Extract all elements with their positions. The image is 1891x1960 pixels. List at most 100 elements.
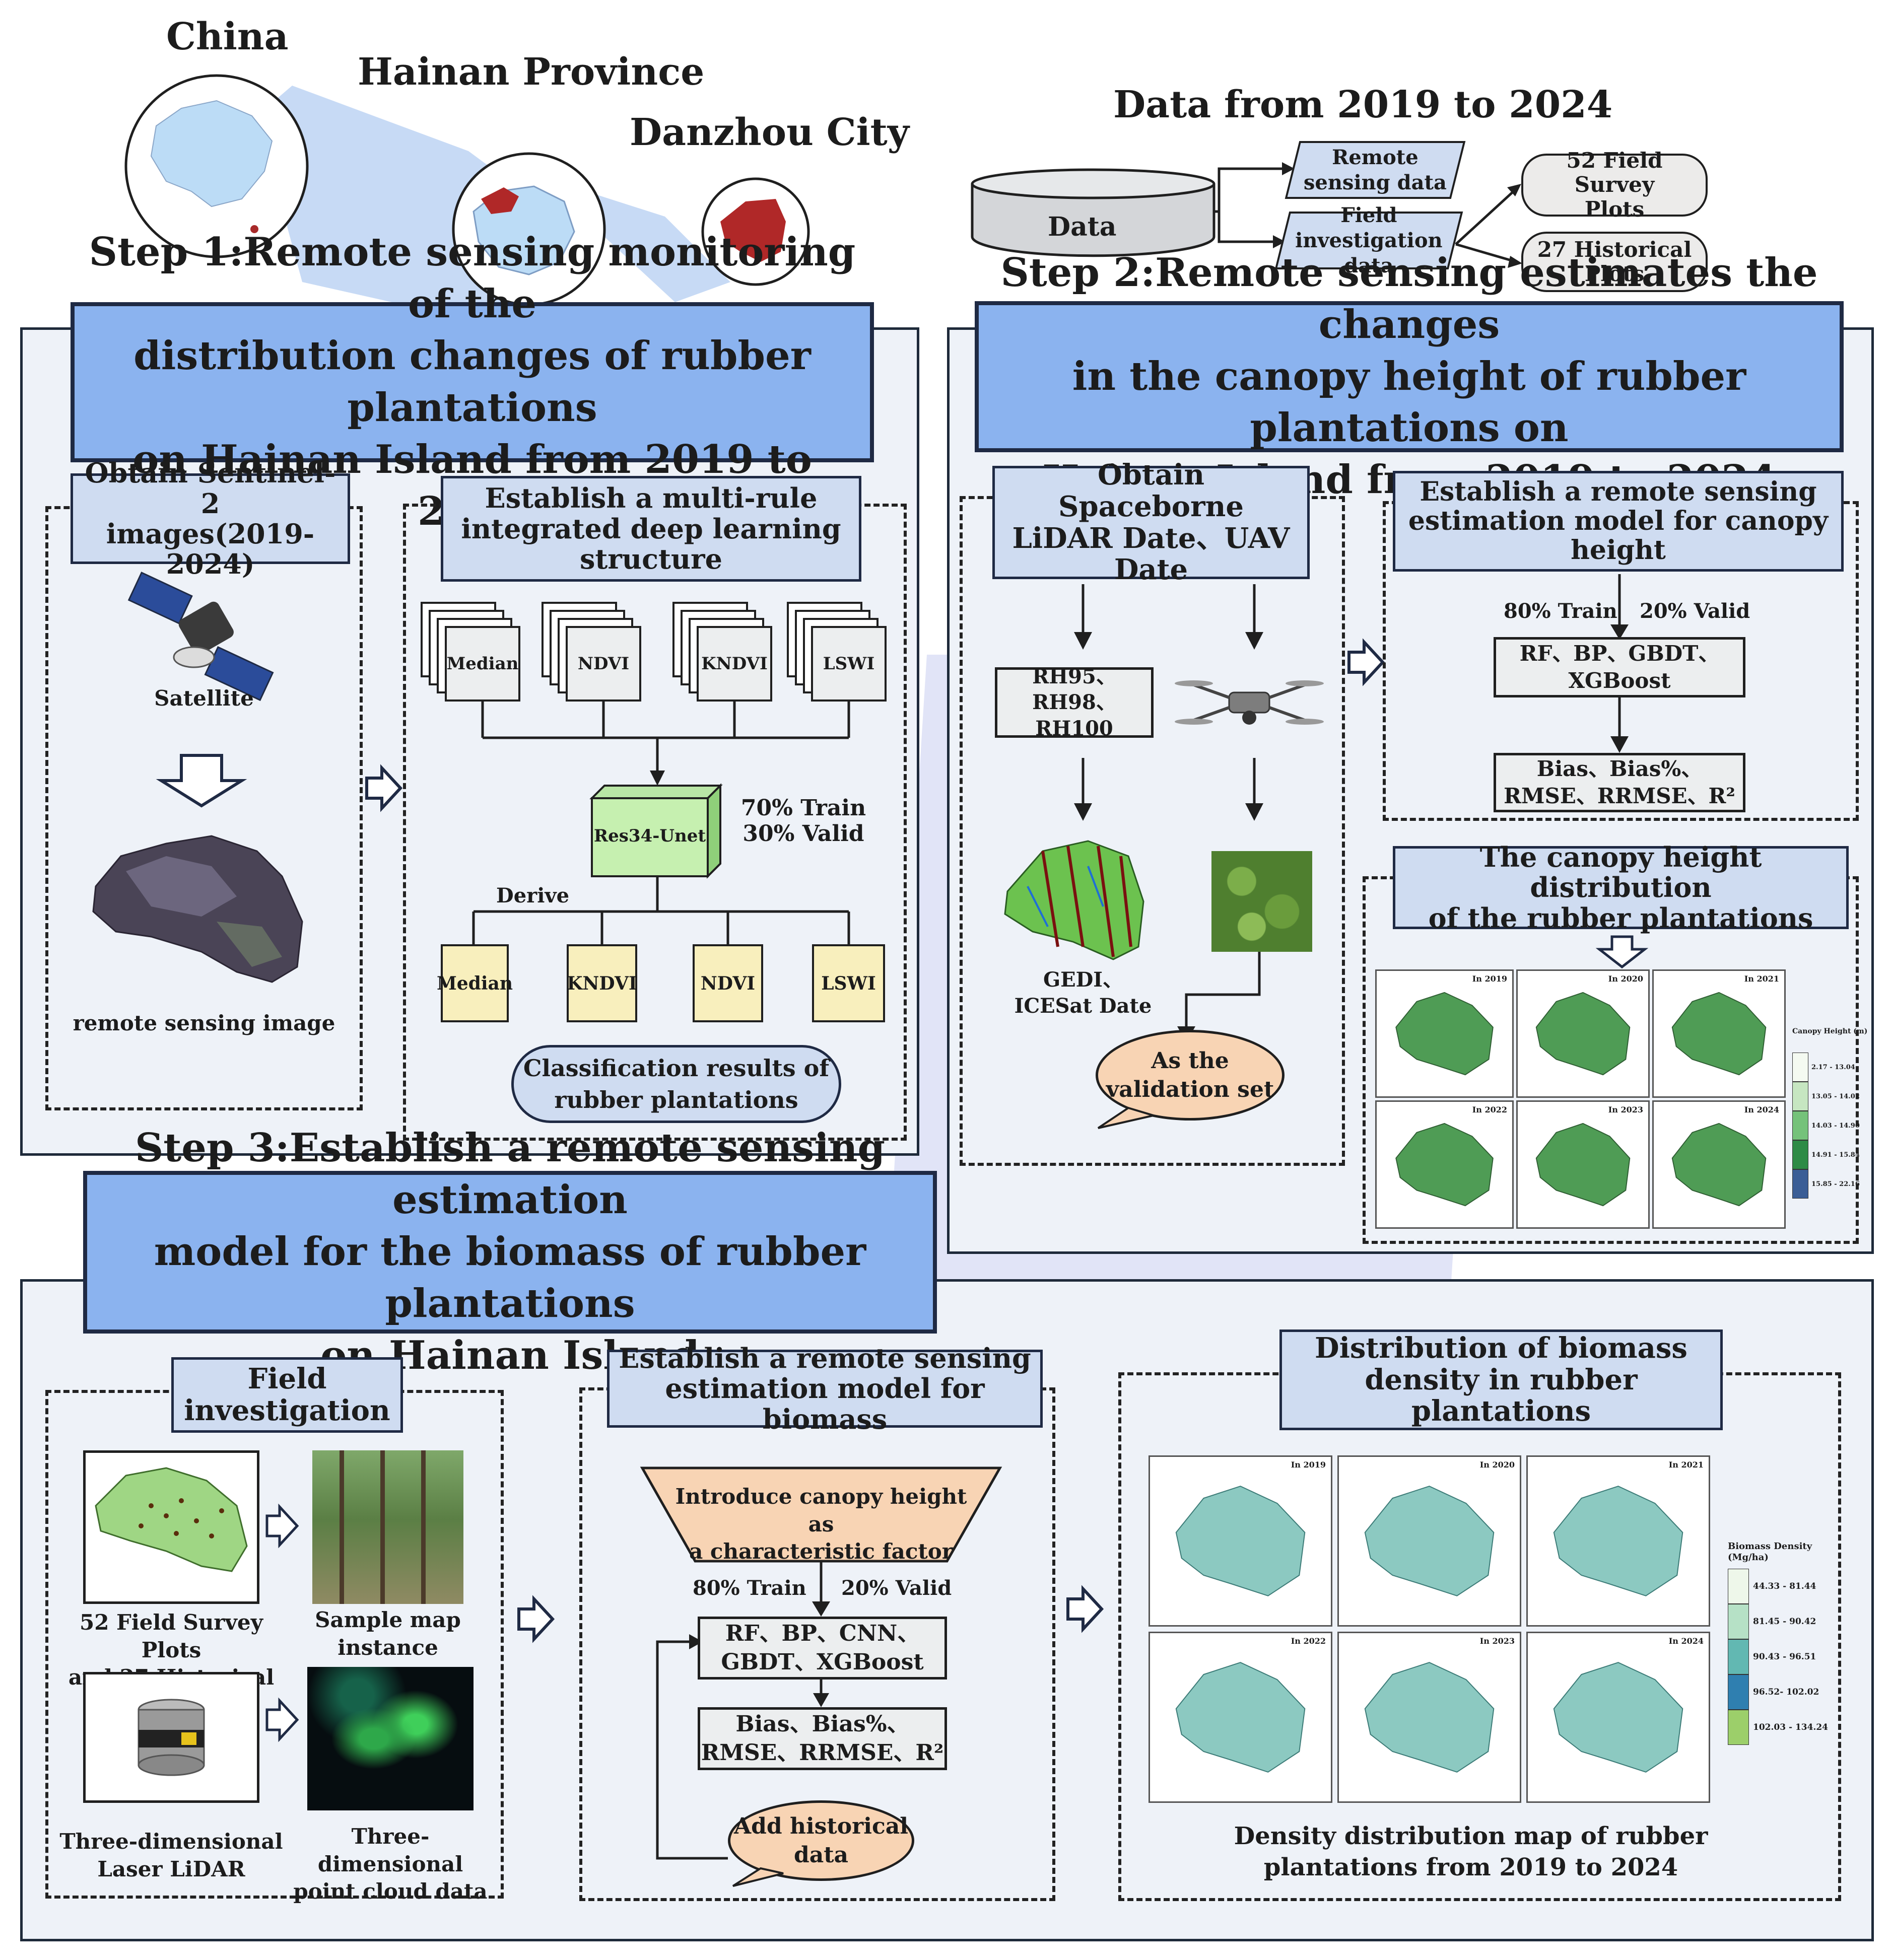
canopy-year-2020: In 2020 <box>1608 974 1643 984</box>
data-label: Data <box>1048 212 1117 242</box>
step1-split-label: 70% Train 30% Valid <box>740 795 866 847</box>
introduce-trapezoid <box>640 1466 1002 1563</box>
introduce-label: Introduce canopy height as a characteris… <box>675 1484 967 1564</box>
canopy-year-2021: In 2021 <box>1744 974 1779 984</box>
canopy-distribution-title: The canopy height distribution of the ru… <box>1393 842 1849 933</box>
danzhou-map-shape <box>720 199 786 262</box>
hainan-dot <box>250 225 258 233</box>
biomass-valid-label: 20% Valid <box>841 1576 952 1600</box>
rs-image-label: remote sensing image <box>73 1011 335 1035</box>
rh-metrics-box: RH95、RH98、 RH100 <box>995 665 1154 740</box>
satellite-label: Satellite <box>154 686 254 711</box>
canopy-legend-3: 14.91 - 15.84 <box>1811 1151 1860 1159</box>
biomass-legend-2: 90.43 - 96.51 <box>1753 1652 1816 1662</box>
canopy-map-shape-4 <box>1535 1123 1631 1207</box>
biomass-year-2020: In 2020 <box>1479 1460 1515 1469</box>
biomass-map-shape-3 <box>1175 1662 1306 1773</box>
location-maps <box>124 74 810 327</box>
canopy-legend-4: 15.85 - 22.16 <box>1811 1180 1860 1188</box>
biomass-year-2022: In 2022 <box>1291 1636 1326 1646</box>
input-lswi-label: LSWI <box>811 626 887 702</box>
biomass-legend-4: 102.03 - 134.24 <box>1753 1722 1829 1732</box>
classification-results: Classification results of rubber plantat… <box>511 1045 841 1123</box>
biomass-distribution-title: Distribution of biomass density in rubbe… <box>1279 1329 1723 1430</box>
hainan-label: Hainan Province <box>358 50 705 94</box>
canopy-legend-0: 2.17 - 13.04 <box>1811 1063 1855 1071</box>
canopy-models-box: RF、BP、GBDT、 XGBoost <box>1494 637 1745 697</box>
biomass-map-shape-2 <box>1553 1486 1683 1596</box>
biomass-train-label: 80% Train <box>693 1576 806 1600</box>
input-ndvi-label: NDVI <box>566 626 641 702</box>
canopy-map-shape-0 <box>1395 992 1494 1076</box>
biomass-models-box: RF、BP、CNN、 GBDT、XGBoost <box>698 1617 947 1679</box>
data-title: Data from 2019 to 2024 <box>1113 83 1613 126</box>
biomass-swatch-2 <box>1728 1639 1749 1674</box>
database-icon <box>971 168 1215 257</box>
canopy-legend-1: 13.05 - 14.02 <box>1811 1092 1860 1100</box>
input-median-label: Median <box>445 626 520 702</box>
canopy-swatch-4 <box>1792 1169 1808 1199</box>
lidar-caption: Three-dimensional Laser LiDAR <box>59 1829 283 1881</box>
biomass-metrics-box: Bias、Bias%、 RMSE、RRMSE、R² <box>698 1707 947 1770</box>
china-map-shape <box>150 100 273 207</box>
uav-canopy-photo <box>1211 851 1312 952</box>
canopy-legend-title: Canopy Height (m) <box>1792 1027 1868 1035</box>
biomass-map-caption: Density distribution map of rubber plant… <box>1234 1822 1708 1882</box>
biomass-map-shape-1 <box>1364 1486 1495 1596</box>
biomass-swatch-1 <box>1728 1604 1749 1639</box>
point-cloud-image <box>307 1667 474 1810</box>
canopy-map-shape-2 <box>1671 992 1767 1076</box>
gedi-label: GEDI、 ICESat Date <box>1014 968 1152 1018</box>
danzhou-label: Danzhou City <box>630 111 909 154</box>
derive-label: Derive <box>496 884 570 907</box>
danzhou-highlight <box>481 187 519 214</box>
output-median: Median <box>437 944 513 1022</box>
biomass-year-2021: In 2021 <box>1668 1460 1704 1469</box>
field-investigation-box: Field investigation <box>171 1357 403 1433</box>
canopy-swatch-3 <box>1792 1140 1808 1169</box>
biomass-legend-title: Biomass Density (Mg/ha) <box>1728 1541 1812 1563</box>
biomass-swatch-4 <box>1728 1710 1749 1745</box>
canopy-valid-label: 20% Valid <box>1640 599 1750 623</box>
canopy-swatch-2 <box>1792 1111 1808 1140</box>
res34-unet-label: Res34-Unet <box>593 826 706 846</box>
biomass-year-2023: In 2023 <box>1479 1636 1515 1646</box>
output-lswi: LSWI <box>812 944 885 1022</box>
biomass-map-shape-5 <box>1553 1662 1683 1773</box>
canopy-legend: 2.17 - 13.04 13.05 - 14.02 14.03 - 14.90… <box>1792 1053 1873 1199</box>
historical-plots-box: 27 Historical Plots <box>1521 232 1708 292</box>
biomass-swatch-0 <box>1728 1569 1749 1604</box>
field-survey-plots-box: 52 Field Survey Plots <box>1521 148 1708 221</box>
biomass-legend: 44.33 - 81.44 81.45 - 90.42 90.43 - 96.5… <box>1728 1569 1834 1745</box>
canopy-metrics-box: Bias、Bias%、 RMSE、RRMSE、R² <box>1494 753 1745 812</box>
canopy-legend-2: 14.03 - 14.90 <box>1811 1122 1860 1130</box>
canopy-map-shape-5 <box>1671 1123 1767 1207</box>
biomass-year-2019: In 2019 <box>1291 1460 1326 1469</box>
output-ndvi: NDVI <box>693 944 763 1022</box>
biomass-map-shape-0 <box>1175 1486 1306 1596</box>
output-kndvi: KNDVI <box>567 944 637 1022</box>
canopy-train-label: 80% Train <box>1504 599 1617 623</box>
biomass-legend-1: 81.45 - 90.42 <box>1753 1617 1816 1627</box>
canopy-year-2022: In 2022 <box>1472 1105 1507 1114</box>
canopy-year-2019: In 2019 <box>1472 974 1507 984</box>
canopy-swatch-0 <box>1792 1053 1808 1082</box>
biomass-model-box: Establish a remote sensing estimation mo… <box>607 1343 1043 1434</box>
canopy-year-2024: In 2024 <box>1744 1105 1779 1114</box>
